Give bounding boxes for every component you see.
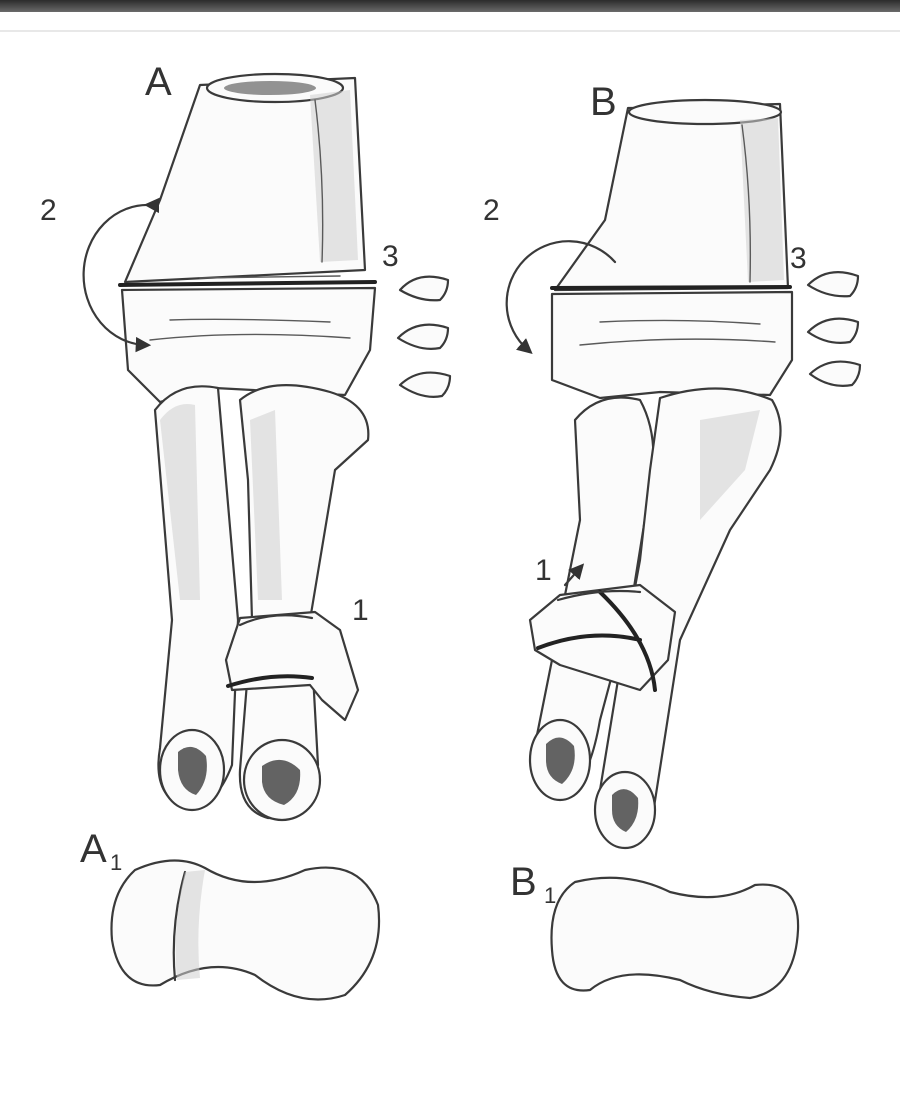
panel-b: B 2 3 — [483, 80, 860, 848]
pad-b-2 — [808, 319, 858, 343]
panel-a-upper-bone — [125, 74, 365, 282]
pad-b-1 — [808, 272, 858, 296]
pad-1 — [400, 277, 448, 301]
panel-b-upper-bone — [555, 100, 788, 290]
panel-b-joint-block — [552, 292, 792, 398]
panel-a-label: A — [145, 60, 172, 104]
panel-a-joint-block — [122, 288, 375, 402]
panel-a: A 2 3 — [40, 60, 450, 820]
panel-b-label: B — [590, 80, 617, 124]
panel-a-cut-line — [120, 282, 375, 285]
panel-b-cut-line — [552, 287, 790, 288]
panel-a-ring-label: 1 — [352, 594, 369, 627]
section-a1-outline — [111, 860, 379, 999]
section-a1: A 1 — [80, 827, 379, 1000]
panel-a-right-digit — [240, 385, 368, 820]
section-b1-outline — [551, 878, 798, 998]
pad-b-3 — [810, 362, 860, 386]
panel-a-pads: 3 — [382, 240, 450, 397]
section-a1-label: A — [80, 827, 107, 871]
panel-a-pads-label: 3 — [382, 240, 399, 273]
panel-b-pads-label: 3 — [790, 242, 807, 275]
panel-a-left-digit — [155, 386, 238, 810]
pad-2 — [398, 325, 448, 349]
panel-b-ring-label: 1 — [535, 554, 552, 587]
panel-b-pads: 3 — [790, 242, 860, 386]
section-a1-subscript: 1 — [110, 850, 122, 875]
pad-3 — [400, 373, 450, 397]
section-b1: B 1 — [510, 860, 798, 998]
section-b1-subscript: 1 — [544, 883, 556, 908]
section-b1-label: B — [510, 860, 537, 904]
panel-b-rotation-label: 2 — [483, 194, 500, 227]
panel-a-rotation-label: 2 — [40, 194, 57, 227]
